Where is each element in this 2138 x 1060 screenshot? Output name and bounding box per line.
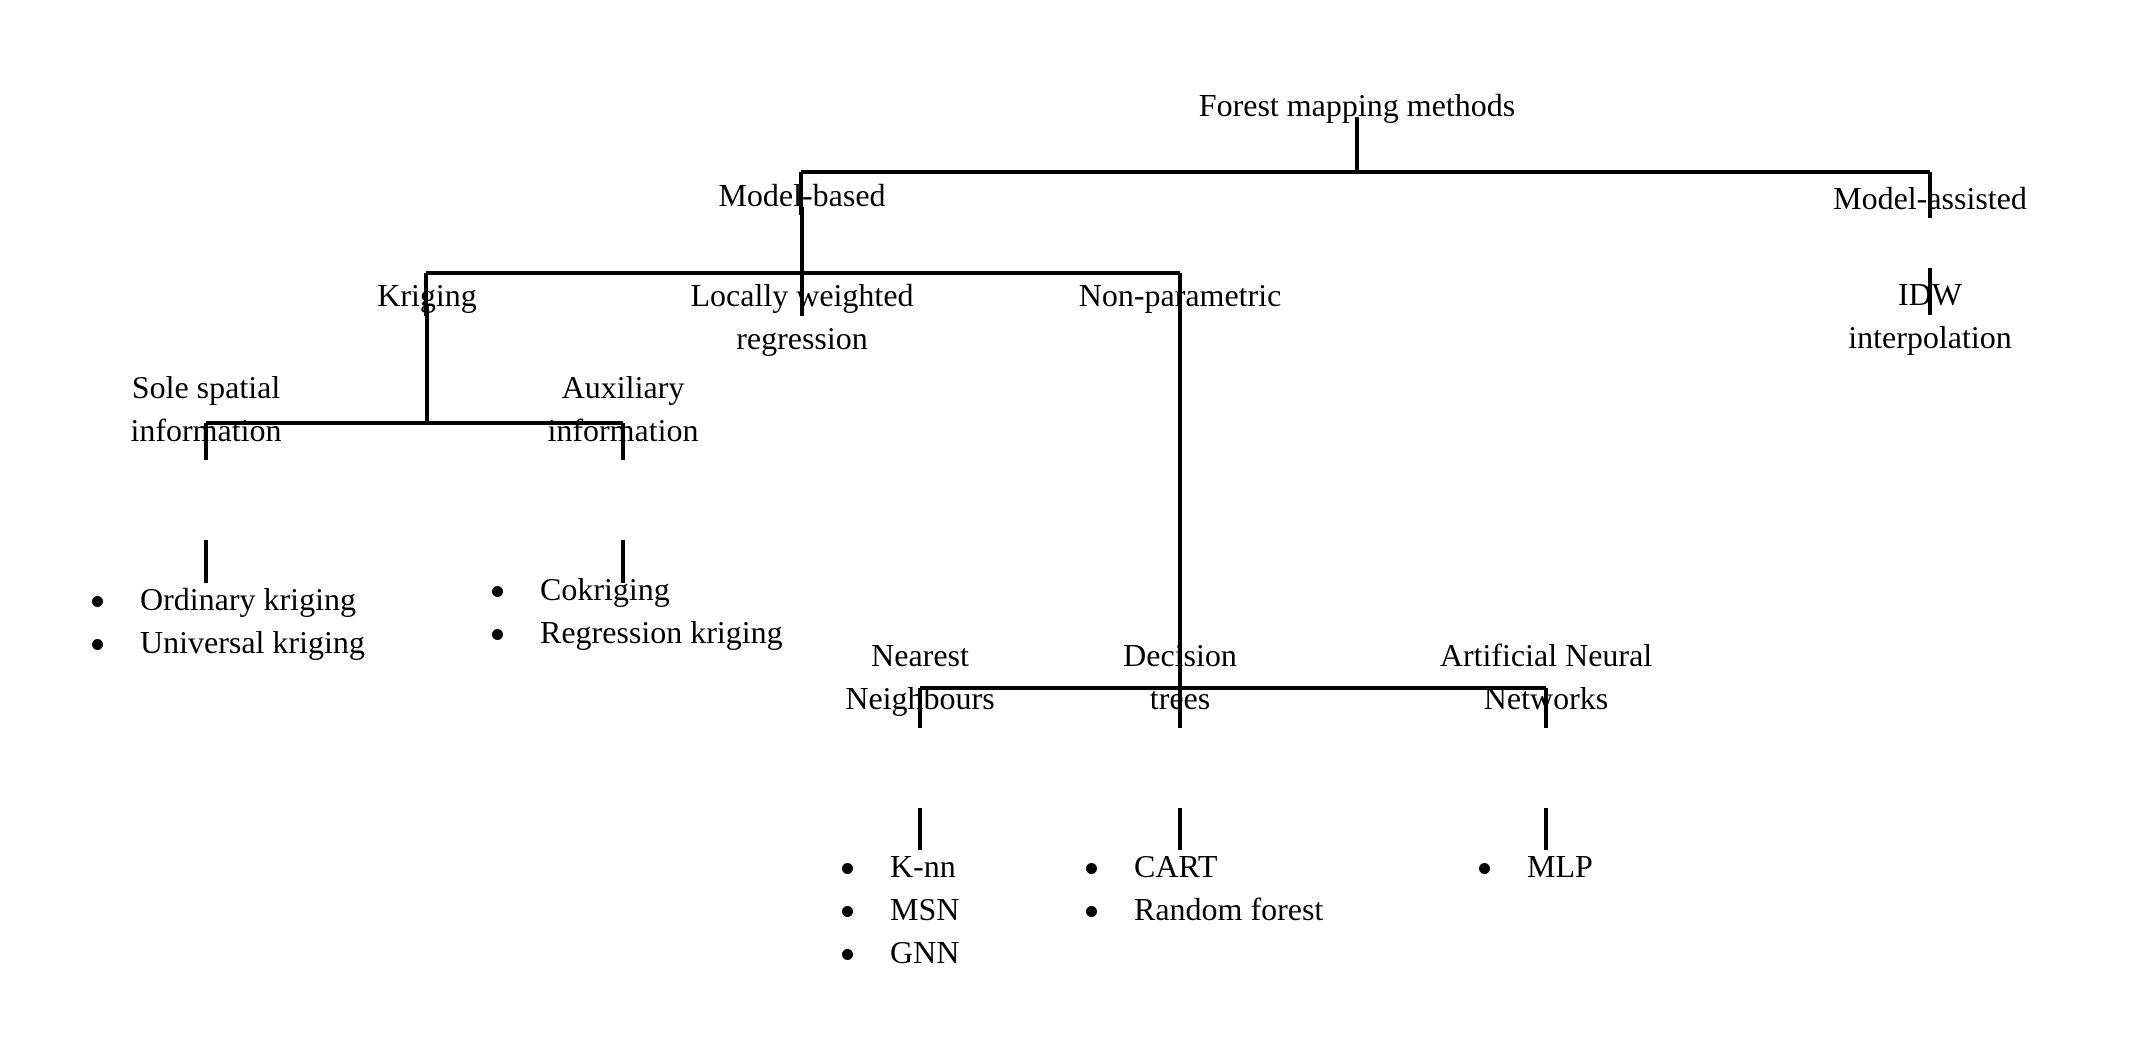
- bullet-icon: [492, 629, 503, 640]
- node-auxiliary-information: Auxiliary information: [547, 369, 699, 448]
- node-decision-trees: Decision trees: [1123, 637, 1237, 716]
- bullet-icon: [842, 906, 853, 917]
- list-item: GNN: [838, 931, 959, 974]
- bullet-icon: [92, 596, 103, 607]
- list-item-label: Universal kriging: [140, 624, 365, 660]
- list-item: Cokriging: [488, 568, 783, 611]
- list-item-label: MLP: [1527, 848, 1593, 884]
- list-item: CART: [1082, 845, 1323, 888]
- bullet-icon: [842, 949, 853, 960]
- leaf-list-neural-networks: MLP: [1475, 845, 1593, 888]
- bullet-icon: [1086, 906, 1097, 917]
- list-item-label: MSN: [890, 891, 960, 927]
- list-item: Random forest: [1082, 888, 1323, 931]
- node-kriging: Kriging: [377, 277, 477, 313]
- bullet-icon: [842, 863, 853, 874]
- list-item-label: Random forest: [1134, 891, 1324, 927]
- bullet-icon: [492, 586, 503, 597]
- bullet-icon: [92, 639, 103, 650]
- list-item-label: K-nn: [890, 848, 956, 884]
- node-locally-weighted-regression: Locally weighted regression: [690, 277, 914, 356]
- list-item-label: Cokriging: [540, 571, 670, 607]
- list-item: K-nn: [838, 845, 959, 888]
- node-root: Forest mapping methods: [1198, 87, 1516, 123]
- node-idw-interpolation: IDW interpolation: [1848, 276, 2012, 355]
- node-model-assisted: Model-assisted: [1833, 180, 2027, 216]
- list-item: Ordinary kriging: [88, 578, 365, 621]
- node-non-parametric: Non-parametric: [1078, 277, 1282, 313]
- leaf-list-decision-trees: CART Random forest: [1082, 845, 1323, 931]
- list-item-label: Regression kriging: [540, 614, 783, 650]
- bullet-icon: [1479, 863, 1490, 874]
- list-item: MLP: [1475, 845, 1593, 888]
- list-item-label: GNN: [890, 934, 960, 970]
- bullet-icon: [1086, 863, 1097, 874]
- list-item-label: CART: [1134, 848, 1218, 884]
- node-artificial-neural-networks: Artificial Neural Networks: [1439, 637, 1653, 716]
- node-nearest-neighbours: Nearest Neighbours: [845, 637, 995, 716]
- list-item: MSN: [838, 888, 959, 931]
- node-model-based: Model-based: [718, 177, 886, 213]
- node-sole-spatial-information: Sole spatial information: [130, 369, 282, 448]
- list-item: Universal kriging: [88, 621, 365, 664]
- list-item-label: Ordinary kriging: [140, 581, 356, 617]
- list-item: Regression kriging: [488, 611, 783, 654]
